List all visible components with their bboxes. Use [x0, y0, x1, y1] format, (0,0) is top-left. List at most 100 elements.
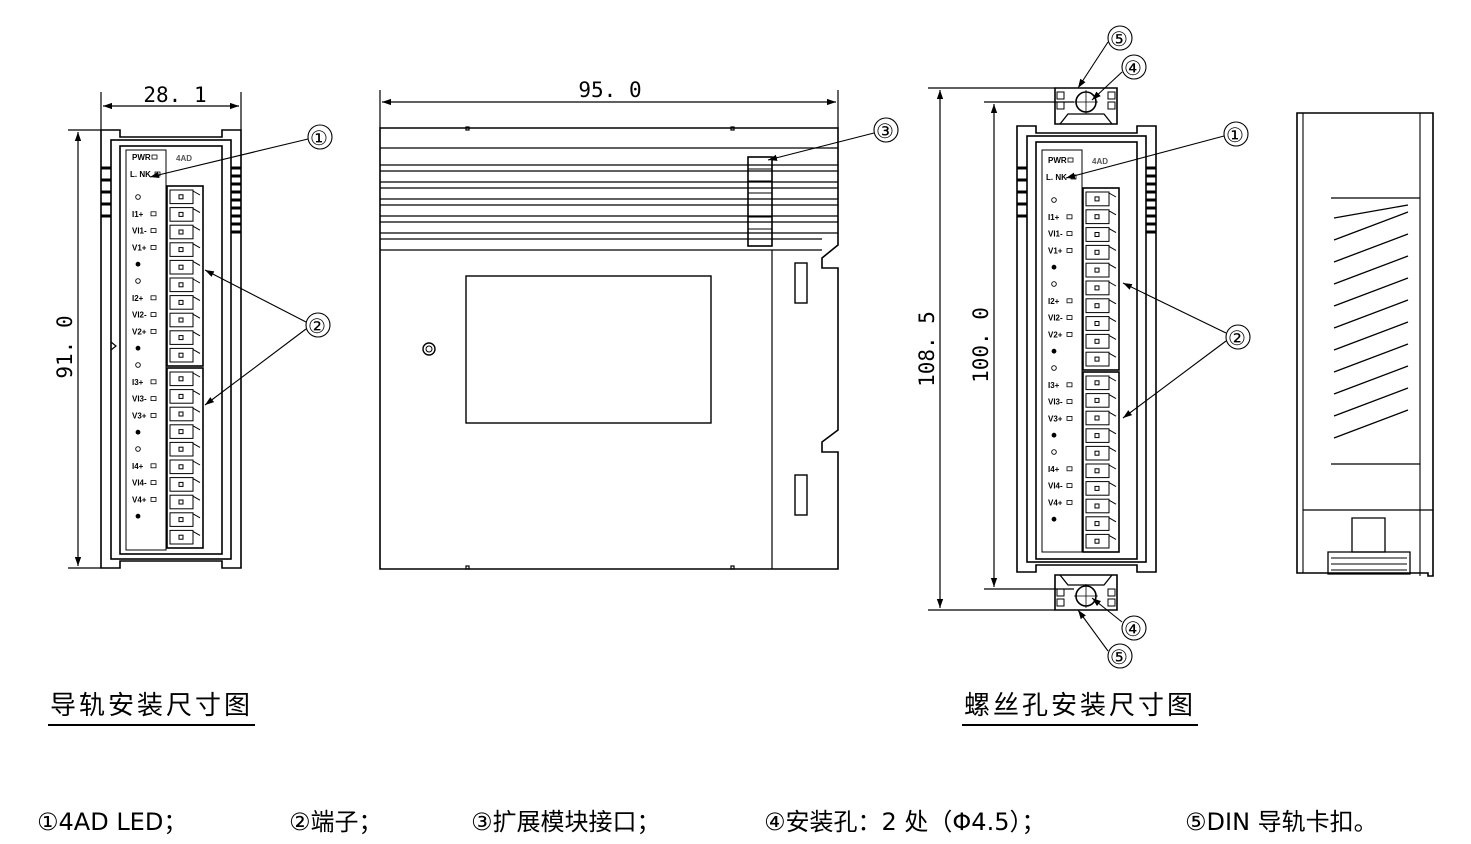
channel-led: [1066, 298, 1073, 304]
terminal-slot: [1085, 393, 1110, 408]
legend-item-terminal: ②端子；: [289, 808, 383, 836]
terminal-slot: [169, 512, 194, 527]
terminal-slot: [169, 406, 194, 422]
channel-led: [150, 379, 157, 385]
terminal-screw: [1094, 415, 1100, 421]
callout-2-label: ②: [308, 314, 326, 338]
terminal-screw: [1094, 338, 1100, 344]
channel-led: [150, 328, 157, 334]
channel-led: [1066, 315, 1073, 321]
channel-common-dot: [1051, 348, 1057, 354]
channel-led: [1066, 415, 1073, 421]
terminal-slot: [1085, 227, 1110, 242]
caption-rail-mount: 导轨安装尺寸图: [48, 690, 256, 726]
terminal-slot: [169, 312, 194, 328]
terminal-screw: [1094, 196, 1100, 202]
channel-label: I3+: [132, 378, 144, 387]
channel-label: V1+: [132, 243, 147, 252]
callout-4-bottom-label: ④: [1124, 617, 1142, 641]
channel-led: [150, 480, 157, 486]
terminal-slot: [1085, 280, 1110, 296]
led-label-link: L. NK: [130, 170, 151, 179]
led-label-pwr: PWR: [132, 153, 151, 162]
channel-label: VI3-: [132, 395, 147, 404]
vent-slot: [1333, 321, 1409, 351]
terminal-screw: [1094, 450, 1100, 456]
dimension-height-rail: [68, 129, 101, 569]
terminal-slot: [169, 441, 194, 457]
terminal-screw: [1094, 433, 1100, 439]
terminal-screw: [178, 446, 184, 452]
channel-empty-dot: [1051, 197, 1057, 203]
terminal-slot: [1085, 516, 1110, 531]
channel-label: I4+: [1048, 465, 1060, 474]
terminal-screw: [178, 335, 184, 341]
terminal-screw: [1094, 380, 1100, 386]
terminal-screw: [178, 247, 184, 253]
legend-item-expansion-port: ③扩展模块接口；: [471, 808, 661, 836]
channel-empty-dot: [135, 194, 141, 200]
callout-2-screw-circle: [1225, 324, 1251, 350]
channel-label: I2+: [1048, 297, 1060, 306]
channel-led: [150, 312, 157, 318]
terminal-screw: [1094, 538, 1100, 544]
side-view: [379, 126, 839, 570]
terminal-slot: [169, 424, 194, 439]
callout-1-screw-circle: [1223, 121, 1249, 147]
callout-5-top-label: ⑤: [1110, 27, 1128, 51]
terminal-screw: [178, 411, 184, 417]
channel-empty-dot: [135, 278, 141, 284]
channel-label: V4+: [1048, 498, 1063, 507]
terminal-screw: [178, 211, 184, 217]
terminal-slot: [1085, 316, 1110, 331]
channel-label: V1+: [1048, 246, 1063, 255]
terminal-screw: [178, 264, 184, 270]
dimension-width-rail: [100, 92, 242, 130]
channel-label: V2+: [132, 327, 147, 336]
led-indicator: [1067, 157, 1074, 163]
callout-5-bottom-label: ⑤: [1110, 645, 1128, 669]
led-label-pwr: PWR: [1048, 156, 1067, 165]
terminal-screw: [1094, 214, 1100, 220]
terminal-slot: [169, 189, 194, 205]
terminal-slot: [1085, 445, 1110, 461]
terminal-screw: [1094, 397, 1100, 403]
channel-label: I1+: [1048, 213, 1060, 222]
terminal-screw: [1094, 267, 1100, 273]
channel-label: I3+: [1048, 381, 1060, 390]
channel-common-dot: [135, 513, 141, 519]
end-view: [1296, 112, 1434, 577]
terminal-slot: [1085, 428, 1110, 443]
terminal-screw: [1094, 521, 1100, 527]
channel-label: I1+: [132, 210, 144, 219]
legend-item-din-clip: ⑤DIN 导轨卡扣。: [1185, 808, 1378, 836]
terminal-screw: [178, 376, 184, 382]
vent-slot: [1333, 343, 1409, 373]
channel-led: [150, 295, 157, 301]
channel-led: [1066, 483, 1073, 489]
terminal-slot: [169, 371, 194, 387]
terminal-screw: [1094, 356, 1100, 362]
channel-led: [150, 463, 157, 469]
vent-slot: [1333, 204, 1409, 219]
terminal-screw: [178, 517, 184, 523]
terminal-screw: [178, 352, 184, 358]
channel-led: [1066, 382, 1073, 388]
channel-label: I2+: [132, 294, 144, 303]
height-screw-body-label: 100. 0: [969, 307, 993, 383]
callout-3-circle: [873, 117, 899, 143]
terminal-slot: [169, 242, 194, 257]
callout-4-top-circle: [1121, 54, 1147, 80]
legend-item-led: ①4AD LED；: [37, 808, 188, 836]
vent-slot: [1333, 409, 1409, 439]
channel-led: [150, 228, 157, 234]
terminal-slot: [169, 347, 194, 363]
channel-led: [1066, 214, 1073, 220]
terminal-slot: [169, 459, 194, 475]
channel-label: VI2-: [1048, 314, 1063, 323]
terminal-screw: [1094, 468, 1100, 474]
callout-2-screw-label: ②: [1228, 326, 1246, 350]
channel-label: VI3-: [1048, 398, 1063, 407]
channel-common-dot: [135, 261, 141, 267]
